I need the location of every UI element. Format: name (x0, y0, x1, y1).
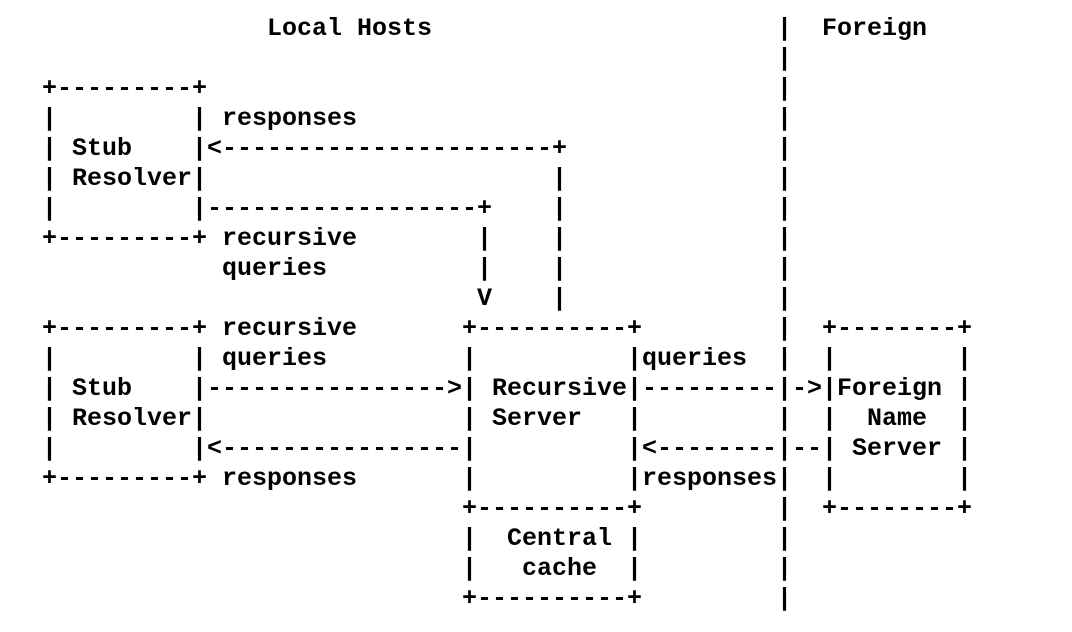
responses-label-top: responses (222, 104, 358, 133)
stub-resolver-box-top: +---------+ | | | Stub | | Resolver| | |… (42, 74, 208, 253)
central-cache-box: | Central | | cache | +----------+ (462, 524, 643, 613)
responses-arrow-to-top-stub: <----------------------+ | | | | | (207, 134, 568, 313)
responses-arrow-to-bottom-stub: <---------------- (207, 434, 463, 463)
foreign-name-server-box: +--------+ | | |Foreign | | Name | | Ser… (822, 314, 973, 523)
recursive-queries-label-top: recursive queries (222, 224, 358, 283)
local-foreign-boundary-line: | | | | | | | | | | | | | | | | | | | | (777, 14, 793, 613)
queries-arrow-to-foreign: --------- -> (642, 374, 823, 403)
recursive-server-box: +----------+ | | | Recursive| | Server |… (462, 314, 643, 523)
title-foreign: Foreign (822, 14, 928, 43)
recursive-queries-arrow-from-bottom-stub: ----------------> (207, 374, 463, 403)
responses-label-bottom: responses (222, 464, 358, 493)
stub-resolver-box-bottom: +---------+ | | | Stub | | Resolver| | |… (42, 314, 208, 493)
title-local-hosts: Local Hosts (267, 14, 433, 43)
recursive-queries-label-bottom: recursive queries (222, 314, 358, 373)
queries-label-right: queries (642, 344, 748, 373)
recursive-queries-arrow-from-top-stub: ------------------+ | | V (207, 194, 493, 313)
responses-arrow-from-foreign: <-------- -- (642, 434, 823, 463)
responses-label-right: responses (642, 464, 778, 493)
